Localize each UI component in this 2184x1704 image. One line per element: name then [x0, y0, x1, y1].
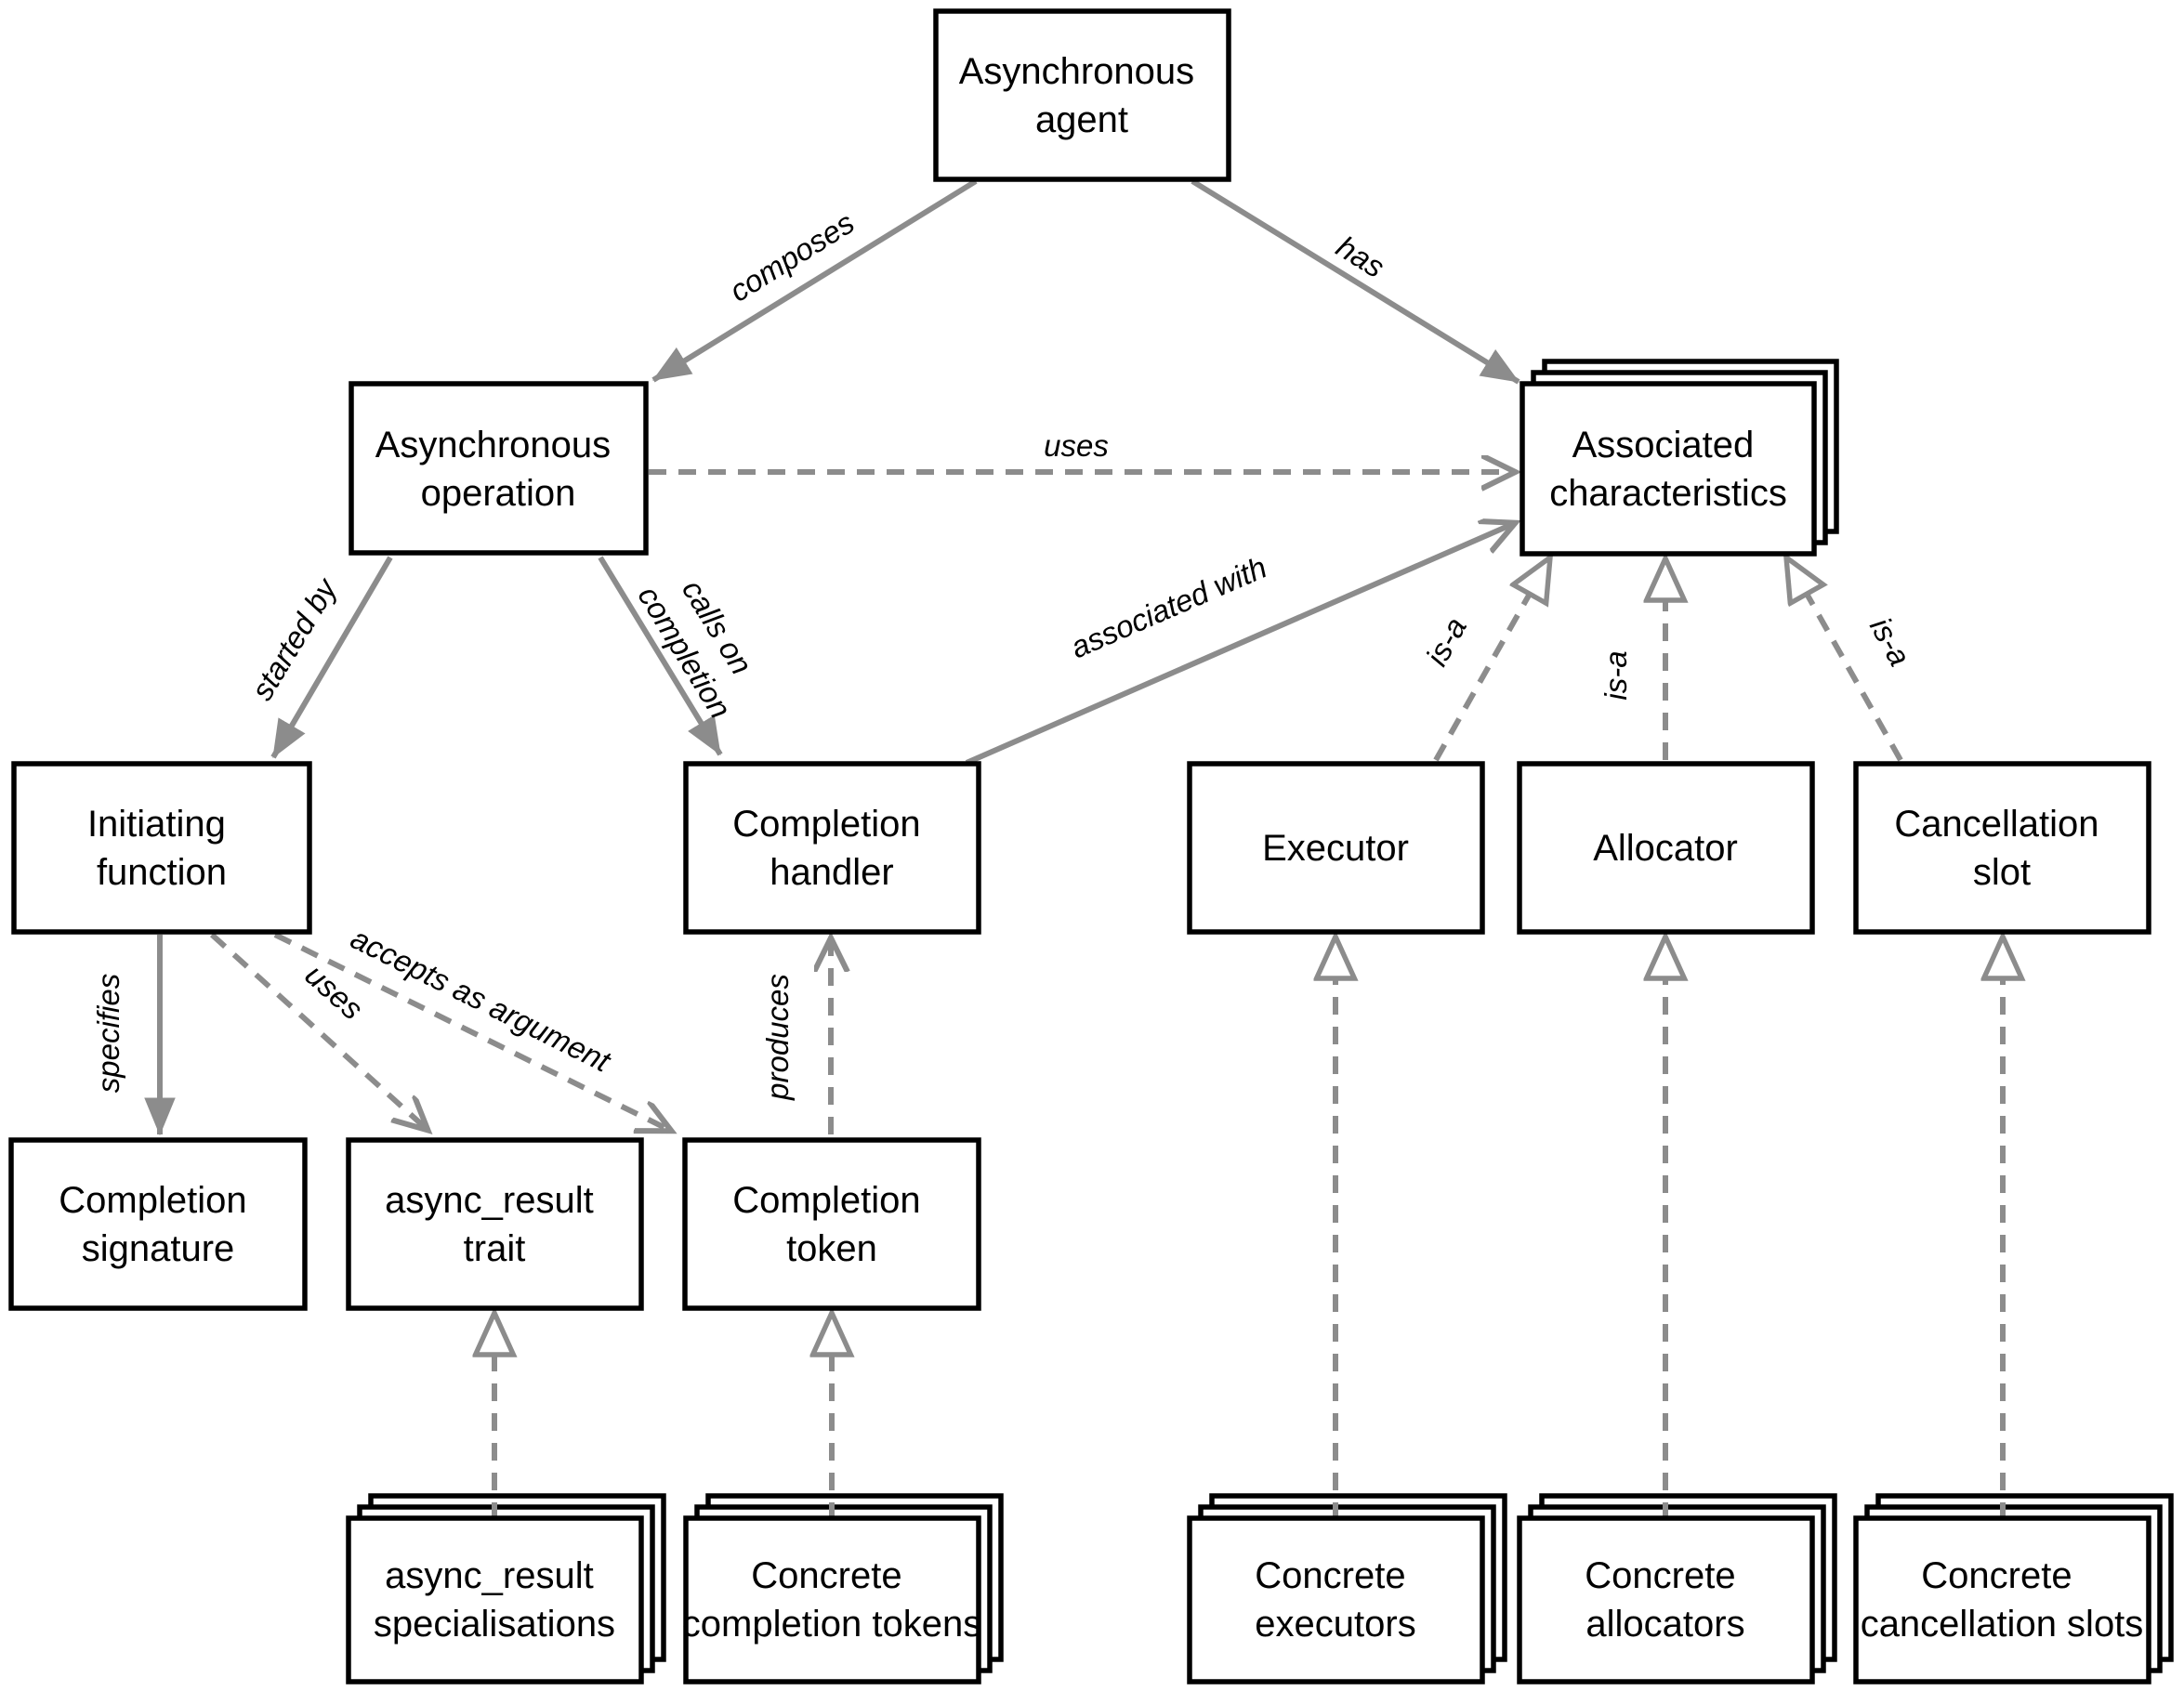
node-cancellation-slot-label: Cancellation slot	[1894, 804, 2109, 893]
node-concrete-completion-tokens: Concrete completion tokens	[682, 1515, 981, 1684]
edge-produces-label: produces	[760, 974, 795, 1101]
node-async-result-trait: async_result trait	[346, 1137, 644, 1311]
node-allocator-box	[1517, 761, 1815, 935]
edge-is-a-executor: is-a	[1419, 557, 1550, 762]
node-completion-handler-label: Completion handler	[732, 804, 930, 893]
node-associated-characteristics: Associated characteristics	[1520, 381, 1817, 557]
node-completion-signature: Completion signature	[8, 1137, 308, 1311]
edge-has: has	[1191, 178, 1520, 385]
node-cancellation-slot: Cancellation slot	[1853, 761, 2151, 935]
node-associated-characteristics-box	[1520, 381, 1817, 557]
node-completion-handler: Completion handler	[683, 761, 981, 935]
edge-is-a-allocator: is-a	[1599, 558, 1665, 760]
edge-started-by: started by	[244, 556, 393, 759]
node-allocator-label: Allocator	[1593, 828, 1738, 869]
node-completion-token-box	[682, 1137, 981, 1311]
stack-layers	[357, 359, 2174, 1673]
edge-is-a-cancellation-label: is-a	[1863, 611, 1917, 671]
edge-is-a-cancellation-line	[1786, 557, 1903, 762]
node-async-result-specialisations-label: async_result specialisations	[374, 1555, 615, 1645]
node-concrete-completion-tokens-box	[683, 1515, 981, 1684]
edge-uses-operation-label: uses	[1044, 428, 1109, 463]
edge-has-line	[1191, 178, 1520, 385]
node-asynchronous-agent-box	[933, 8, 1231, 182]
edge-is-a-cancellation: is-a	[1786, 557, 1917, 762]
node-asynchronous-operation: Asynchronous operation	[349, 381, 649, 556]
node-concrete-allocators-box	[1517, 1515, 1815, 1684]
node-concrete-cancellation-slots-label: Concrete cancellation slots	[1861, 1555, 2144, 1645]
edge-specifies-label: specifies	[91, 974, 125, 1093]
node-initiating-function-label: Initiating function	[87, 804, 236, 893]
node-asynchronous-agent-label: Asynchronous agent	[959, 51, 1205, 140]
node-initiating-function-box	[11, 761, 312, 935]
node-concrete-completion-tokens-label: Concrete completion tokens	[682, 1555, 981, 1645]
node-cancellation-slot-box	[1853, 761, 2151, 935]
node-completion-signature-label: Completion signature	[59, 1180, 257, 1269]
edge-is-a-executor-line	[1433, 557, 1550, 762]
node-completion-token-label: Completion token	[732, 1180, 930, 1269]
edge-accepts-as-argument: accepts as argument	[273, 921, 671, 1131]
edge-started-by-label: started by	[244, 570, 345, 705]
node-executor-box	[1187, 761, 1485, 935]
node-concrete-cancellation-slots-box	[1853, 1515, 2151, 1684]
edge-produces: produces	[760, 938, 831, 1134]
edge-accepts-as-argument-label: accepts as argument	[346, 921, 617, 1080]
node-executor: Executor	[1187, 761, 1485, 935]
edge-uses-operation: uses	[649, 428, 1515, 472]
node-asynchronous-agent: Asynchronous agent	[933, 8, 1231, 182]
edge-calls-on-completion: calls on completion	[598, 556, 759, 756]
edge-is-a-executor-label: is-a	[1419, 611, 1473, 671]
edge-calls-on-completion-line	[598, 556, 723, 756]
node-completion-token: Completion token	[682, 1137, 981, 1311]
node-initiating-function: Initiating function	[11, 761, 312, 935]
node-concrete-executors: Concrete executors	[1187, 1515, 1485, 1684]
node-async-result-specialisations: async_result specialisations	[346, 1515, 644, 1684]
node-async-result-trait-box	[346, 1137, 644, 1311]
edge-has-label: has	[1331, 229, 1391, 284]
node-async-result-specialisations-box	[346, 1515, 644, 1684]
node-async-result-trait-label: async_result trait	[385, 1180, 604, 1269]
node-allocator: Allocator	[1517, 761, 1815, 935]
node-concrete-allocators: Concrete allocators	[1517, 1515, 1815, 1684]
node-concrete-cancellation-slots: Concrete cancellation slots	[1853, 1515, 2151, 1684]
node-concrete-executors-box	[1187, 1515, 1485, 1684]
edge-is-a-allocator-label: is-a	[1599, 650, 1633, 700]
edge-specifies: specifies	[91, 935, 176, 1136]
edge-associated-with-line	[965, 523, 1515, 766]
edge-uses-initiating-line	[209, 932, 428, 1130]
node-completion-signature-box	[8, 1137, 308, 1311]
node-asynchronous-operation-box	[349, 381, 649, 556]
edge-composes-line	[651, 178, 978, 383]
node-associated-characteristics-label: Associated characteristics	[1549, 425, 1787, 514]
node-executor-label: Executor	[1262, 828, 1409, 869]
node-concrete-allocators-label: Concrete allocators	[1585, 1555, 1745, 1645]
edge-composes: composes	[651, 178, 978, 383]
node-completion-handler-box	[683, 761, 981, 935]
nodes: Asynchronous agent Asynchronous operatio…	[8, 8, 2151, 1684]
edge-accepts-as-argument-line	[273, 932, 671, 1131]
edge-uses-initiating-label: uses	[298, 957, 370, 1026]
node-concrete-executors-label: Concrete executors	[1255, 1555, 1415, 1645]
edge-started-by-line	[270, 556, 393, 759]
edge-associated-with-label: associated with	[1066, 550, 1272, 665]
node-asynchronous-operation-label: Asynchronous operation	[375, 425, 622, 514]
